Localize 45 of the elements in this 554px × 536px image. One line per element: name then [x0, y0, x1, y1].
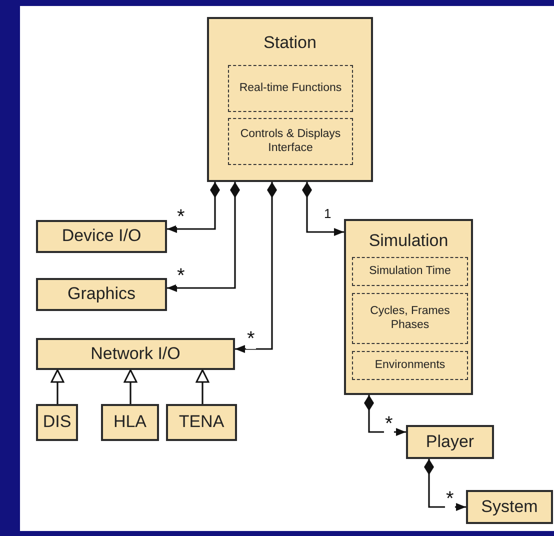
compartment-box [228, 65, 353, 112]
class-name: TENA [178, 412, 224, 433]
class-box [36, 404, 78, 441]
multiplicity-label: * [384, 414, 394, 434]
composition-arrow [364, 395, 406, 436]
inheritance-arrow [124, 369, 138, 404]
multiplicity-label: 1 [323, 207, 332, 220]
class-name: Graphics [67, 284, 136, 305]
class-name: Player [426, 432, 474, 452]
compartment-text: Simulation Time [369, 264, 451, 278]
class-name: Device I/O [62, 226, 142, 247]
composition-arrow [235, 182, 277, 353]
composition-arrow [424, 459, 466, 511]
class-name: Simulation [368, 231, 448, 252]
compartment-box [228, 118, 353, 165]
class-name: Station [264, 33, 316, 54]
composition-arrow [302, 182, 344, 236]
composition-arrow [167, 182, 220, 233]
inheritance-arrow [50, 369, 64, 404]
compartment-text: Cycles, Frames Phases [369, 304, 451, 332]
class-box [166, 404, 237, 441]
composition-arrow [167, 182, 240, 292]
inheritance-arrow [196, 369, 210, 404]
class-name: HLA [113, 412, 147, 433]
compartment-box [352, 257, 468, 286]
class-box [36, 338, 235, 370]
class-box [36, 220, 167, 253]
compartment-box [352, 351, 468, 380]
multiplicity-label: * [246, 329, 256, 349]
class-box [466, 490, 553, 524]
class-box [344, 219, 473, 395]
compartment-text: Controls & Displays Interface [239, 128, 342, 156]
compartment-box [352, 293, 468, 344]
class-name: Network I/O [90, 344, 180, 364]
compartment-text: Real-time Functions [239, 82, 342, 96]
class-box [207, 17, 373, 182]
multiplicity-label: * [445, 489, 455, 509]
class-box [101, 404, 159, 441]
class-name: System [481, 496, 538, 518]
multiplicity-label: * [176, 266, 186, 286]
multiplicity-label: * [176, 207, 186, 227]
class-name: DIS [42, 412, 72, 433]
class-box [36, 278, 167, 311]
compartment-text: Environments [374, 358, 446, 372]
class-box [406, 425, 494, 459]
